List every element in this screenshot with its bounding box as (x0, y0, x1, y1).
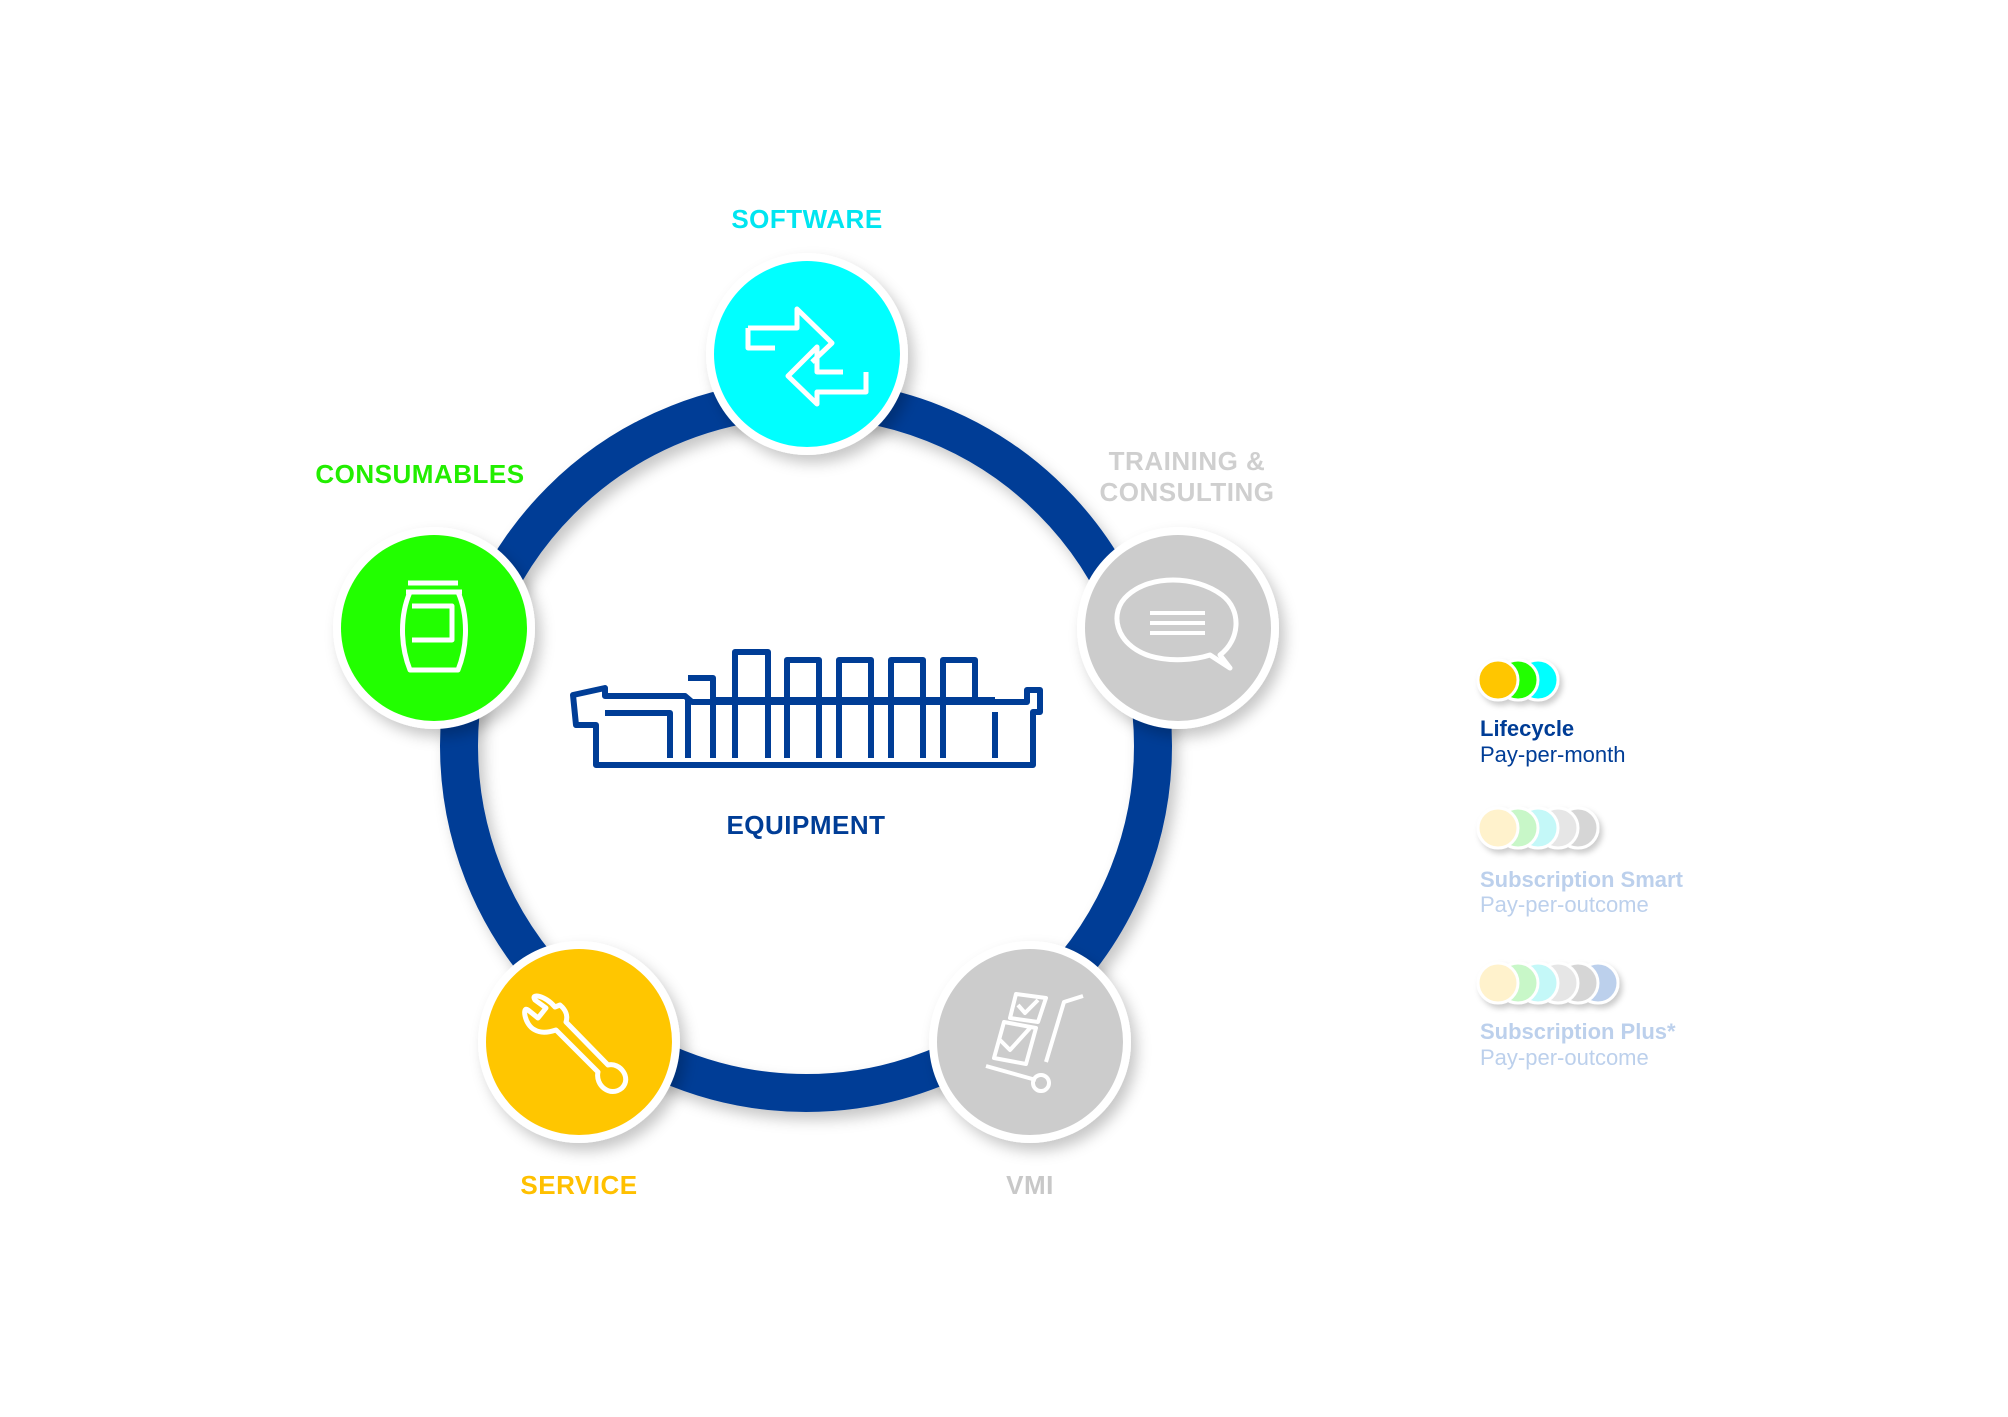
speech-bubble-icon (1114, 577, 1239, 671)
legend-title: Lifecycle (1480, 716, 1574, 741)
node-software[interactable]: SOFTWARE (706, 204, 908, 455)
node-vmi[interactable]: VMI (929, 941, 1131, 1200)
training-label-line1: TRAINING & (1109, 446, 1266, 476)
subscription-plus-dots (1476, 961, 1620, 1005)
legend-subtitle: Pay-per-month (1480, 742, 1626, 767)
legend-subtitle: Pay-per-outcome (1480, 1045, 1649, 1070)
node-service[interactable]: SERVICE (478, 941, 680, 1200)
node-training-consulting[interactable]: TRAINING & CONSULTING (1077, 446, 1279, 729)
ink-can-icon (400, 580, 468, 673)
node-consumables[interactable]: CONSUMABLES (315, 459, 535, 729)
legend-lifecycle[interactable]: Lifecycle Pay-per-month (1476, 658, 1626, 767)
legend: Lifecycle Pay-per-month Subscription Sma… (1476, 658, 1684, 1070)
arrows-exchange-icon (745, 306, 869, 407)
software-label: SOFTWARE (731, 204, 882, 234)
printing-press-icon (570, 649, 1043, 768)
legend-subtitle: Pay-per-outcome (1480, 892, 1649, 917)
legend-subscription-smart[interactable]: Subscription Smart Pay-per-outcome (1476, 806, 1684, 917)
equipment-label: EQUIPMENT (726, 810, 885, 840)
training-label-line2: CONSULTING (1100, 477, 1275, 507)
vmi-label: VMI (1006, 1170, 1054, 1200)
legend-title: Subscription Plus* (1480, 1019, 1676, 1044)
service-label: SERVICE (520, 1170, 637, 1200)
subscription-smart-dots (1476, 806, 1600, 850)
legend-subscription-plus[interactable]: Subscription Plus* Pay-per-outcome (1476, 961, 1676, 1070)
lifecycle-dots (1476, 658, 1560, 702)
consumables-label: CONSUMABLES (315, 459, 524, 489)
legend-title: Subscription Smart (1480, 867, 1684, 892)
wrench-icon (522, 993, 629, 1095)
hand-truck-icon (985, 992, 1084, 1093)
